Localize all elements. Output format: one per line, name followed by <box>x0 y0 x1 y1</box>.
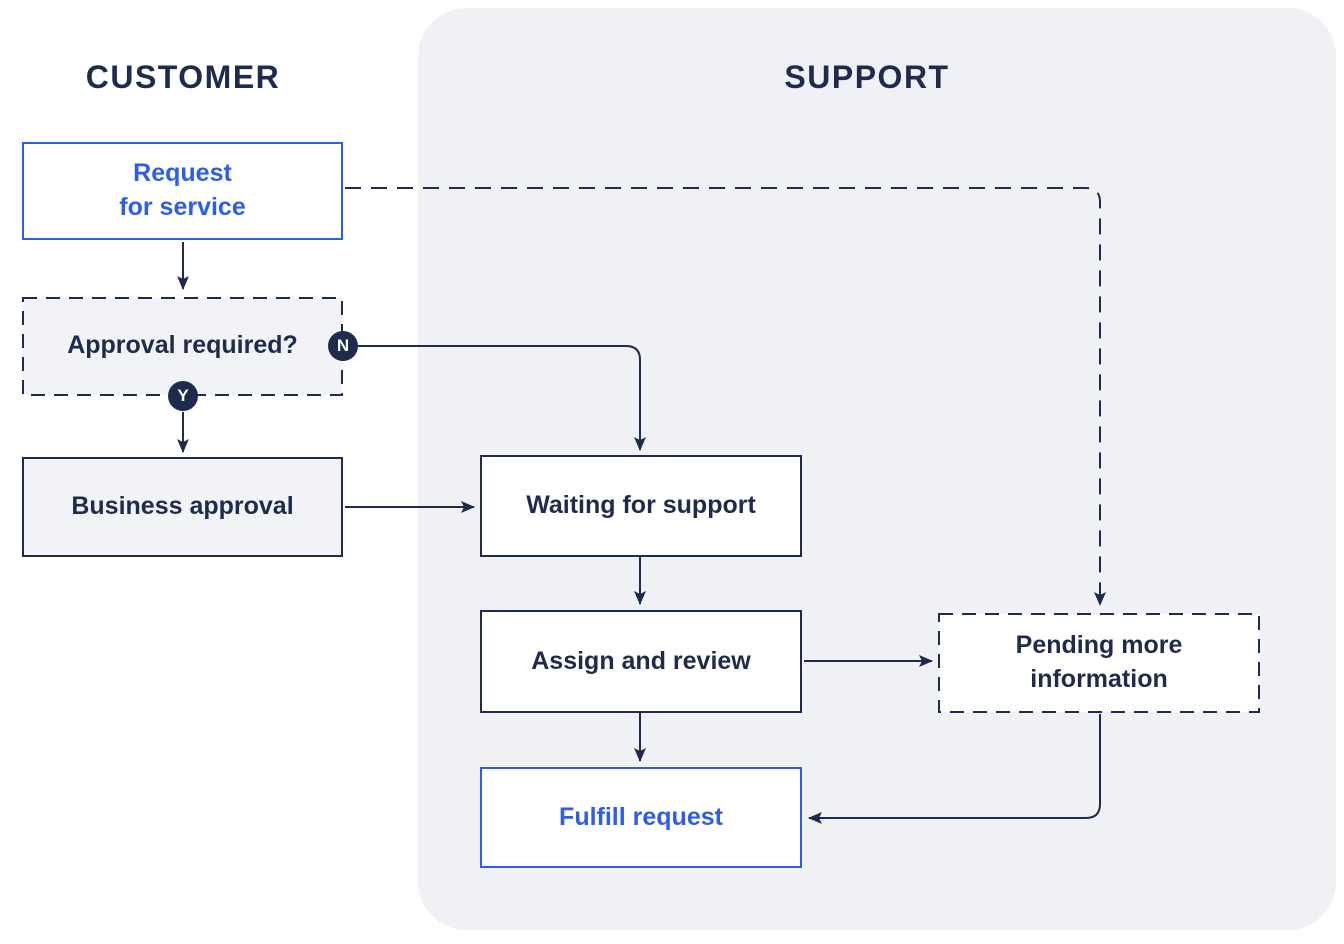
node-waiting-for-support: Waiting for support <box>480 455 802 557</box>
pending-more-information-dashed-outline <box>938 613 1260 713</box>
node-business-approval: Business approval <box>22 457 343 557</box>
node-fulfill-request: Fulfill request <box>480 767 802 868</box>
edge-approval-no-to-waiting <box>358 345 646 451</box>
node-request-for-service: Request for service <box>22 142 343 240</box>
node-pending-more-information: Pending more information <box>1015 631 1183 693</box>
edge-pending-to-fulfill <box>808 714 1101 824</box>
lane-title-customer: CUSTOMER <box>85 58 281 95</box>
node-approval-required: Approval required? <box>67 331 298 360</box>
decision-badge-no: N <box>328 331 358 361</box>
decision-badge-yes: Y <box>168 381 198 411</box>
node-assign-and-review: Assign and review <box>480 610 802 713</box>
edge-request-to-pending-dashed <box>345 187 1106 606</box>
lane-title-support: SUPPORT <box>784 58 950 95</box>
